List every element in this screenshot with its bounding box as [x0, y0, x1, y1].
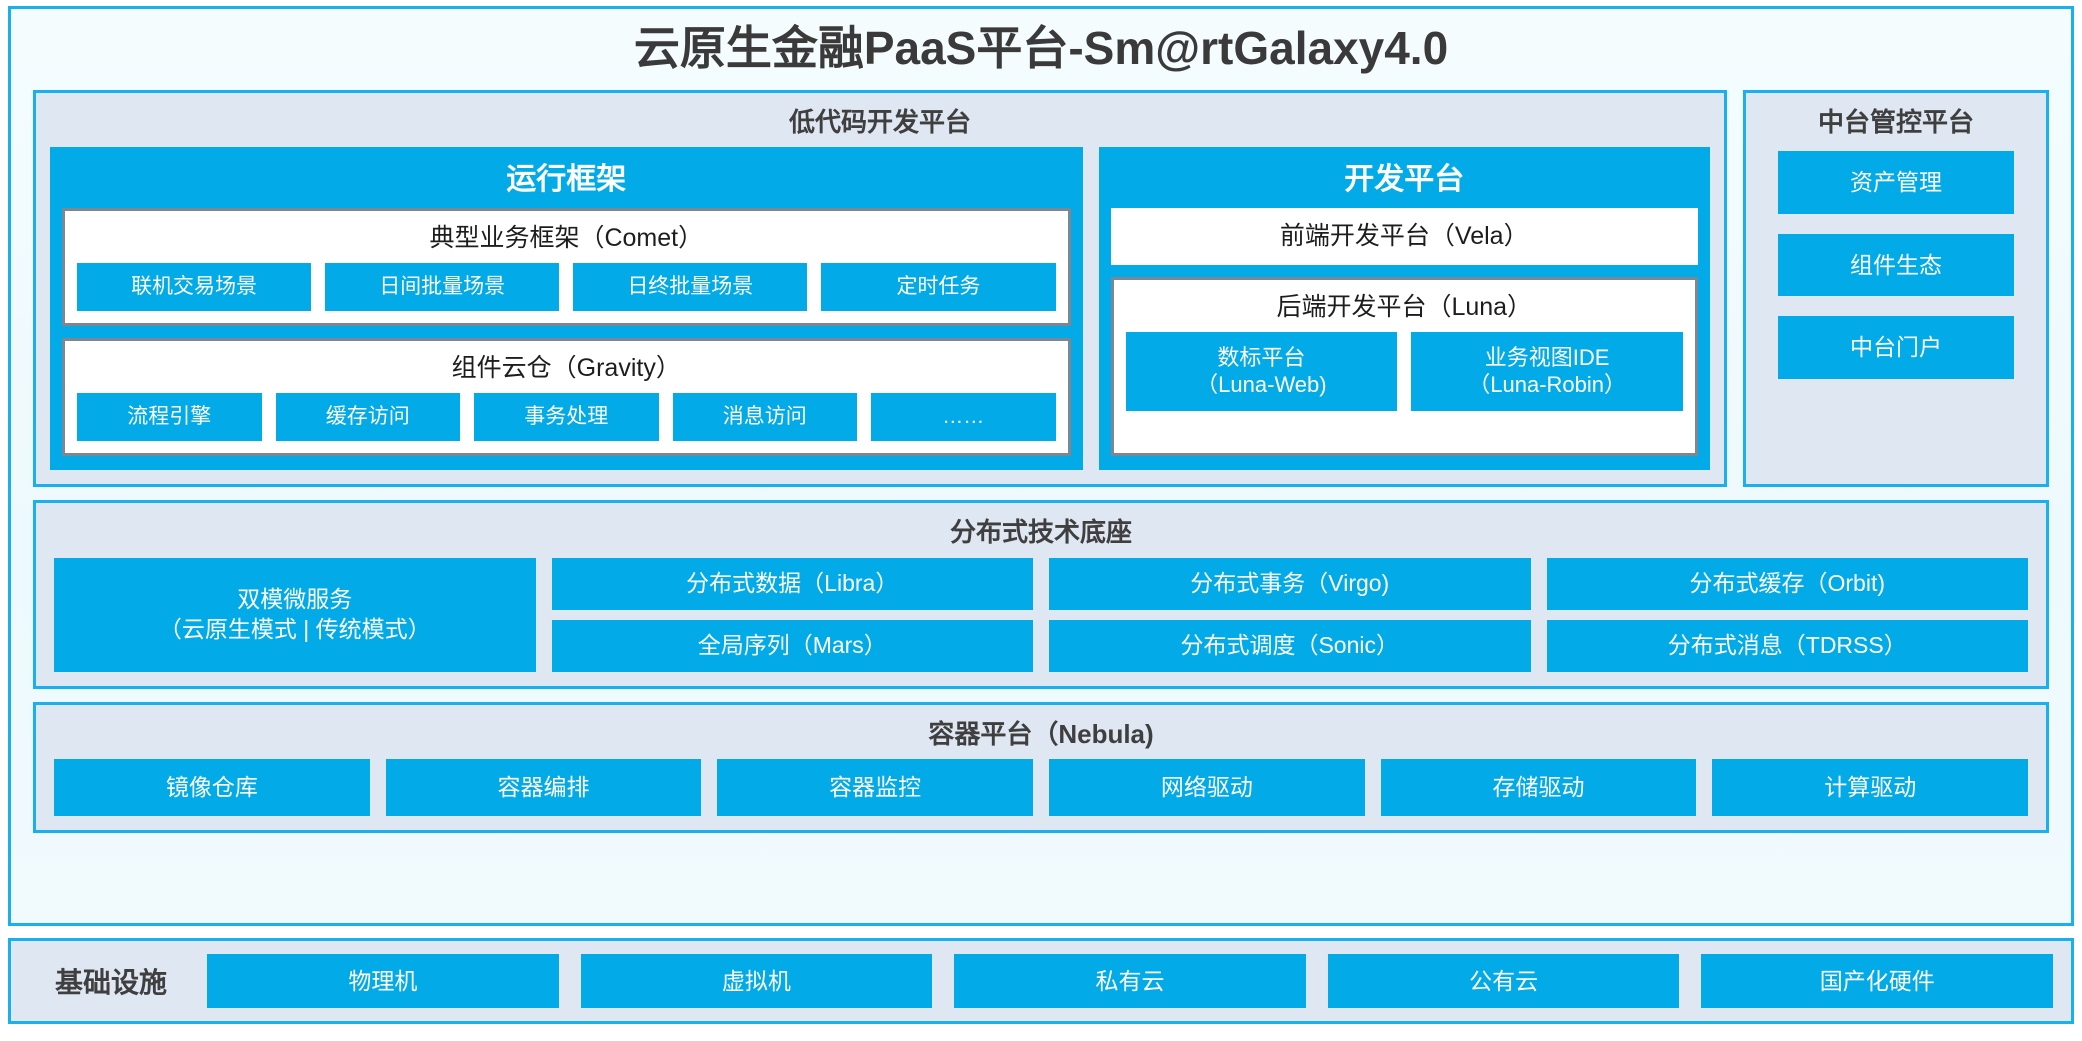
luna-box: 后端开发平台（Luna） 数标平台 （Luna-Web) 业务视图IDE （Lu… — [1110, 276, 1698, 457]
container-chip[interactable]: 容器监控 — [717, 759, 1034, 816]
gravity-box: 组件云仓（Gravity） 流程引擎 缓存访问 事务处理 消息访问 …… — [62, 338, 1071, 457]
comet-title: 典型业务框架（Comet） — [429, 224, 704, 253]
gravity-chip-row: 流程引擎 缓存访问 事务处理 消息访问 …… — [77, 392, 1056, 442]
distributed-column-data: 分布式数据（Libra） 全局序列（Mars） — [551, 557, 1033, 672]
gravity-title: 组件云仓（Gravity） — [451, 354, 681, 383]
gravity-chip[interactable]: 流程引擎 — [77, 392, 262, 442]
comet-chip[interactable]: 联机交易场景 — [77, 262, 312, 312]
top-row: 低代码开发平台 运行框架 典型业务框架（Comet） 联机交易场景 日间批量场景… — [33, 89, 2049, 488]
container-chip[interactable]: 镜像仓库 — [54, 759, 370, 816]
infrastructure-chip[interactable]: 物理机 — [207, 953, 559, 1009]
distributed-base-title: 分布式技术底座 — [949, 517, 1132, 548]
zhongtai-item[interactable]: 资产管理 — [1778, 151, 2014, 214]
gravity-chip[interactable]: 事务处理 — [474, 392, 659, 442]
runtime-framework-block: 运行框架 典型业务框架（Comet） 联机交易场景 日间批量场景 日终批量场景 … — [50, 147, 1083, 471]
vela-box[interactable]: 前端开发平台（Vela） — [1110, 208, 1698, 265]
infrastructure-label: 基础设施 — [55, 967, 168, 998]
runtime-framework-title: 运行框架 — [506, 163, 627, 197]
zhongtai-item-list: 资产管理 组件生态 中台门户 — [1760, 147, 2032, 379]
page-title: 云原生金融PaaS平台-Sm@rtGalaxy4.0 — [633, 22, 1449, 74]
luna-chip-web-name: 数标平台 — [1217, 344, 1306, 370]
container-chip-row: 镜像仓库 容器编排 容器监控 网络驱动 存储驱动 计算驱动 — [50, 759, 2032, 816]
container-chip[interactable]: 容器编排 — [385, 759, 702, 816]
distributed-column-microservice: 双模微服务 （云原生模式 | 传统模式） — [54, 557, 536, 672]
distributed-cell-virgo[interactable]: 分布式事务（Virgo) — [1049, 557, 1531, 610]
gravity-chip[interactable]: 消息访问 — [672, 392, 857, 442]
container-platform-title: 容器平台（Nebula) — [928, 718, 1154, 749]
gravity-chip-ellipsis[interactable]: …… — [871, 392, 1056, 442]
luna-chip-web-code: （Luna-Web) — [1196, 372, 1327, 398]
luna-chip-web[interactable]: 数标平台 （Luna-Web) — [1125, 331, 1398, 411]
comet-chip[interactable]: 日间批量场景 — [325, 262, 560, 312]
microservice-line2: （云原生模式 | 传统模式） — [158, 615, 431, 642]
comet-chip-row: 联机交易场景 日间批量场景 日终批量场景 定时任务 — [77, 262, 1056, 312]
distributed-cell-mars[interactable]: 全局序列（Mars） — [551, 619, 1033, 672]
distributed-cell-libra[interactable]: 分布式数据（Libra） — [551, 557, 1033, 610]
infrastructure-chip[interactable]: 私有云 — [954, 953, 1306, 1009]
distributed-cell-microservice[interactable]: 双模微服务 （云原生模式 | 传统模式） — [54, 557, 536, 672]
comet-chip[interactable]: 日终批量场景 — [573, 262, 808, 312]
platform-card: 云原生金融PaaS平台-Sm@rtGalaxy4.0 低代码开发平台 运行框架 … — [8, 6, 2074, 926]
container-chip[interactable]: 存储驱动 — [1380, 759, 1697, 816]
distributed-column-cache: 分布式缓存（Orbit) 分布式消息（TDRSS） — [1546, 557, 2028, 672]
container-platform-panel: 容器平台（Nebula) 镜像仓库 容器编排 容器监控 网络驱动 存储驱动 计算… — [33, 701, 2049, 833]
zhongtai-platform-title: 中台管控平台 — [1817, 106, 1974, 137]
infrastructure-item-row: 物理机 虚拟机 私有云 公有云 国产化硬件 — [207, 953, 2053, 1009]
lowcode-columns: 运行框架 典型业务框架（Comet） 联机交易场景 日间批量场景 日终批量场景 … — [50, 147, 1710, 471]
comet-chip[interactable]: 定时任务 — [821, 262, 1056, 312]
distributed-base-panel: 分布式技术底座 双模微服务 （云原生模式 | 传统模式） 分布式数据（Libra… — [33, 500, 2049, 689]
microservice-line1: 双模微服务 — [237, 585, 353, 612]
luna-chip-row: 数标平台 （Luna-Web) 业务视图IDE （Luna-Robin） — [1125, 331, 1684, 411]
distributed-cell-orbit[interactable]: 分布式缓存（Orbit) — [1546, 557, 2028, 610]
container-chip[interactable]: 计算驱动 — [1712, 759, 2029, 816]
development-platform-title: 开发平台 — [1344, 163, 1465, 197]
infrastructure-chip[interactable]: 国产化硬件 — [1701, 953, 2053, 1009]
luna-chip-robin-name: 业务视图IDE — [1484, 344, 1610, 370]
card-body: 低代码开发平台 运行框架 典型业务框架（Comet） 联机交易场景 日间批量场景… — [11, 89, 2071, 909]
zhongtai-item[interactable]: 中台门户 — [1778, 316, 2014, 379]
zhongtai-platform-panel: 中台管控平台 资产管理 组件生态 中台门户 — [1743, 89, 2049, 488]
distributed-column-transaction: 分布式事务（Virgo) 分布式调度（Sonic） — [1049, 557, 1531, 672]
lowcode-platform-panel: 低代码开发平台 运行框架 典型业务框架（Comet） 联机交易场景 日间批量场景… — [33, 89, 1727, 488]
infrastructure-chip[interactable]: 公有云 — [1327, 953, 1680, 1009]
comet-box: 典型业务框架（Comet） 联机交易场景 日间批量场景 日终批量场景 定时任务 — [62, 208, 1071, 327]
lowcode-platform-title: 低代码开发平台 — [788, 106, 971, 137]
infrastructure-chip[interactable]: 虚拟机 — [580, 953, 933, 1009]
luna-title: 后端开发平台（Luna） — [1276, 292, 1533, 321]
infrastructure-panel: 基础设施 物理机 虚拟机 私有云 公有云 国产化硬件 — [8, 938, 2074, 1024]
distributed-columns: 双模微服务 （云原生模式 | 传统模式） 分布式数据（Libra） 全局序列（M… — [50, 557, 2032, 672]
distributed-cell-tdrss[interactable]: 分布式消息（TDRSS） — [1546, 619, 2028, 672]
luna-chip-robin[interactable]: 业务视图IDE （Luna-Robin） — [1411, 331, 1684, 411]
luna-chip-robin-code: （Luna-Robin） — [1468, 372, 1627, 398]
zhongtai-item[interactable]: 组件生态 — [1778, 233, 2014, 297]
distributed-cell-sonic[interactable]: 分布式调度（Sonic） — [1049, 619, 1531, 672]
container-chip[interactable]: 网络驱动 — [1049, 759, 1365, 816]
development-platform-block: 开发平台 前端开发平台（Vela） 后端开发平台（Luna） 数标平台 （Lun… — [1098, 147, 1710, 471]
gravity-chip[interactable]: 缓存访问 — [275, 392, 460, 442]
